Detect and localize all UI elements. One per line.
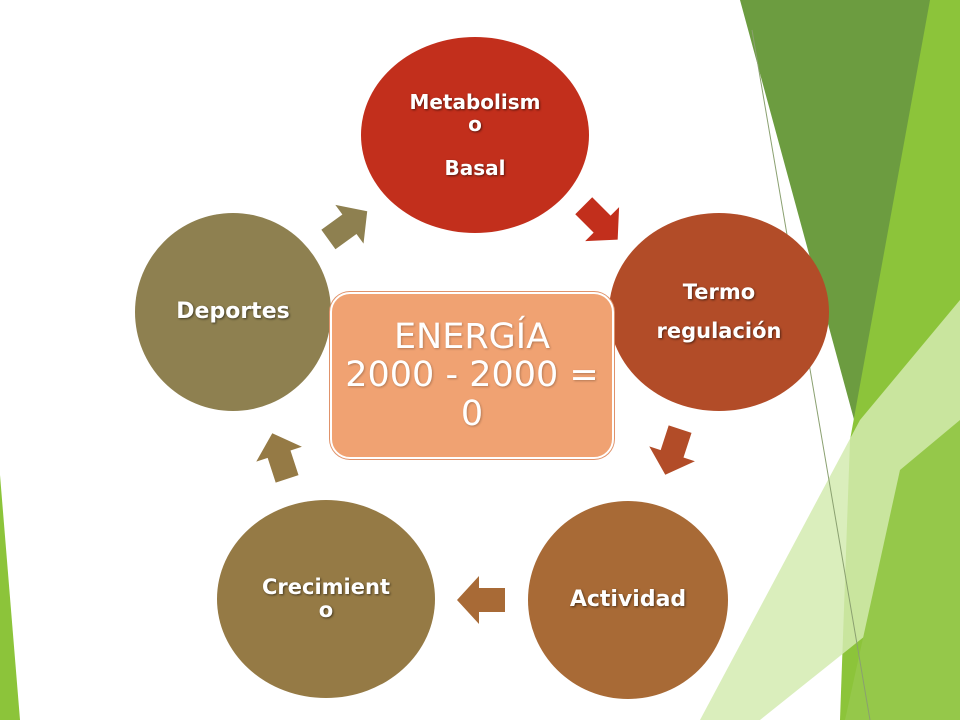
node-actividad: Actividad bbox=[528, 501, 728, 699]
node-label: o bbox=[318, 598, 334, 622]
center-result: 0 bbox=[460, 393, 484, 434]
node-termo-regulacion: Termo regulación bbox=[609, 213, 829, 411]
green-bar-left bbox=[0, 475, 20, 720]
arrow-icon bbox=[321, 204, 368, 250]
arrow-icon bbox=[649, 425, 695, 475]
decor-line bbox=[751, 29, 871, 720]
arrow-icon bbox=[575, 197, 620, 242]
green-shape-pale bbox=[700, 300, 960, 720]
node-label: o bbox=[468, 112, 482, 136]
node-deportes: Deportes bbox=[135, 213, 331, 411]
node-label: Deportes bbox=[176, 298, 290, 324]
node-label: Actividad bbox=[569, 586, 687, 612]
green-shape-mid bbox=[845, 420, 960, 720]
arrow-icon bbox=[256, 433, 302, 483]
center-energy-box: ENERGÍA 2000 - 2000 = 0 bbox=[330, 292, 614, 459]
node-label: Termo bbox=[682, 279, 756, 304]
arrow-icon bbox=[457, 576, 505, 624]
center-equation: 2000 - 2000 = bbox=[345, 355, 599, 396]
node-crecimiento: Crecimient o bbox=[217, 500, 435, 698]
node-label: Metabolism bbox=[409, 90, 541, 114]
center-title: ENERGÍA bbox=[393, 316, 551, 357]
node-label: Basal bbox=[444, 156, 506, 180]
node-metabolismo-basal: Metabolism o Basal bbox=[361, 37, 589, 233]
node-label: Crecimient bbox=[262, 574, 390, 599]
node-label: regulación bbox=[656, 319, 782, 343]
